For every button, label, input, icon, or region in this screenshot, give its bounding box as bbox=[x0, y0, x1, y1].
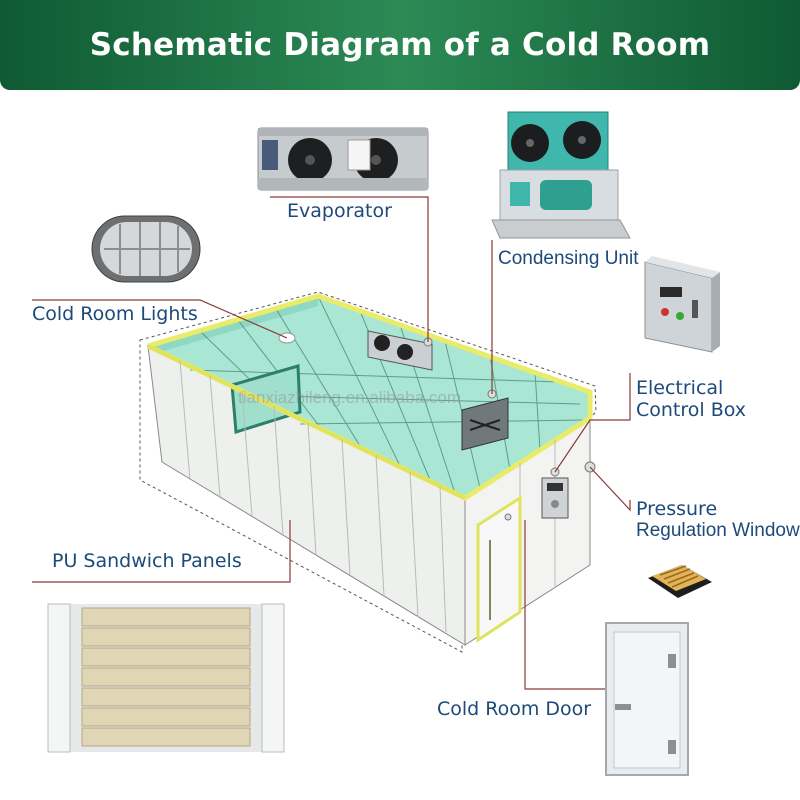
pressure-window-image bbox=[648, 565, 712, 598]
page-title: Schematic Diagram of a Cold Room bbox=[89, 27, 711, 63]
cold-room-light-image bbox=[91, 215, 201, 283]
label-condensing-unit: Condensing Unit bbox=[498, 248, 639, 269]
electrical-control-box-image bbox=[644, 256, 720, 353]
cold-room-box bbox=[139, 291, 597, 653]
condensing-unit-image bbox=[491, 111, 631, 239]
label-pressure-line1: Pressure bbox=[636, 498, 718, 520]
leader-lines bbox=[32, 196, 631, 690]
cold-room-door-image bbox=[605, 622, 689, 776]
label-control-box-line1: Electrical bbox=[636, 377, 724, 399]
evaporator-image bbox=[257, 127, 429, 191]
title-banner: Schematic Diagram of a Cold Room bbox=[0, 0, 800, 90]
exterior-door-outline bbox=[476, 495, 522, 643]
pu-sandwich-panels-image bbox=[47, 603, 285, 753]
label-pressure-line2: Regulation Window bbox=[636, 520, 800, 541]
label-pu-sandwich-panels: PU Sandwich Panels bbox=[52, 550, 242, 572]
label-cold-room-door: Cold Room Door bbox=[437, 698, 592, 720]
label-control-box-line2: Control Box bbox=[636, 399, 747, 421]
watermark: tianxiazhileng.en.alibaba.com bbox=[238, 388, 462, 407]
interior-evaporator bbox=[367, 330, 433, 371]
label-evaporator: Evaporator bbox=[287, 200, 392, 222]
label-cold-room-lights: Cold Room Lights bbox=[32, 303, 198, 325]
